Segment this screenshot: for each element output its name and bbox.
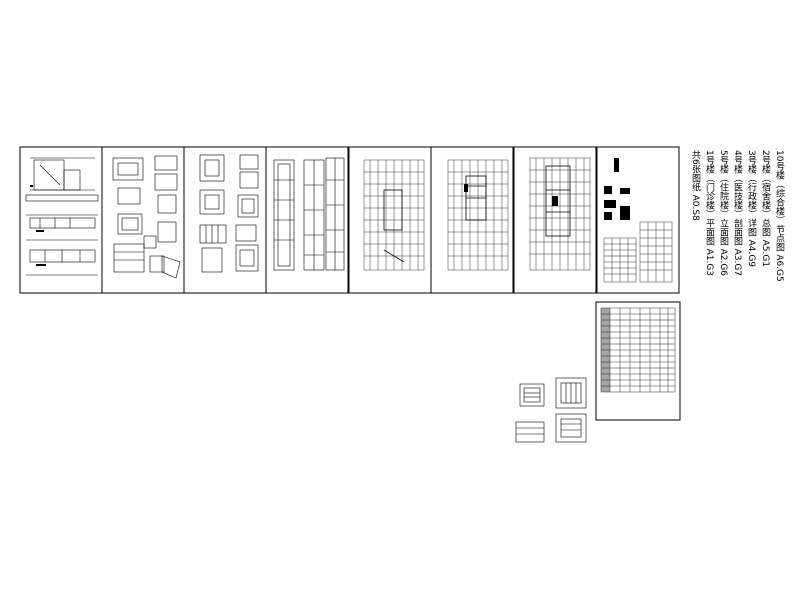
legend-line-3: 5号楼（住院楼）立面图 A2.G6 [718,150,728,277]
drawing-sheet-9[interactable] [595,301,681,421]
legend-line-1: 共6张图纸 A0.S8 [690,150,700,221]
legend-line-5: 3号楼（行政楼）详图 A4.G9 [746,150,756,268]
loose-detail-4[interactable] [555,413,587,443]
drawing-sheet-6[interactable] [430,146,514,294]
drawing-sheet-2[interactable] [101,146,185,294]
legend-line-2: 1号楼（门诊楼）平面图 A1.G3 [704,150,714,277]
drawing-sheet-8[interactable] [596,146,680,294]
drawing-sheet-1[interactable] [19,146,103,294]
drawing-sheet-3[interactable] [183,146,267,294]
loose-detail-2[interactable] [555,377,587,409]
drawing-sheet-5[interactable] [348,146,432,294]
loose-detail-3[interactable] [515,421,545,443]
drawing-sheet-7[interactable] [513,146,597,294]
legend-line-6: 2号楼（宿舍楼）总图 A5.G1 [760,150,770,268]
drawing-sheet-4[interactable] [265,146,349,294]
loose-detail-1[interactable] [519,383,545,407]
legend-line-7: 10号楼（综合楼）节点图 A6.G5 [774,150,784,282]
legend-line-4: 4号楼（医技楼）剖面图 A3.G7 [732,150,742,277]
